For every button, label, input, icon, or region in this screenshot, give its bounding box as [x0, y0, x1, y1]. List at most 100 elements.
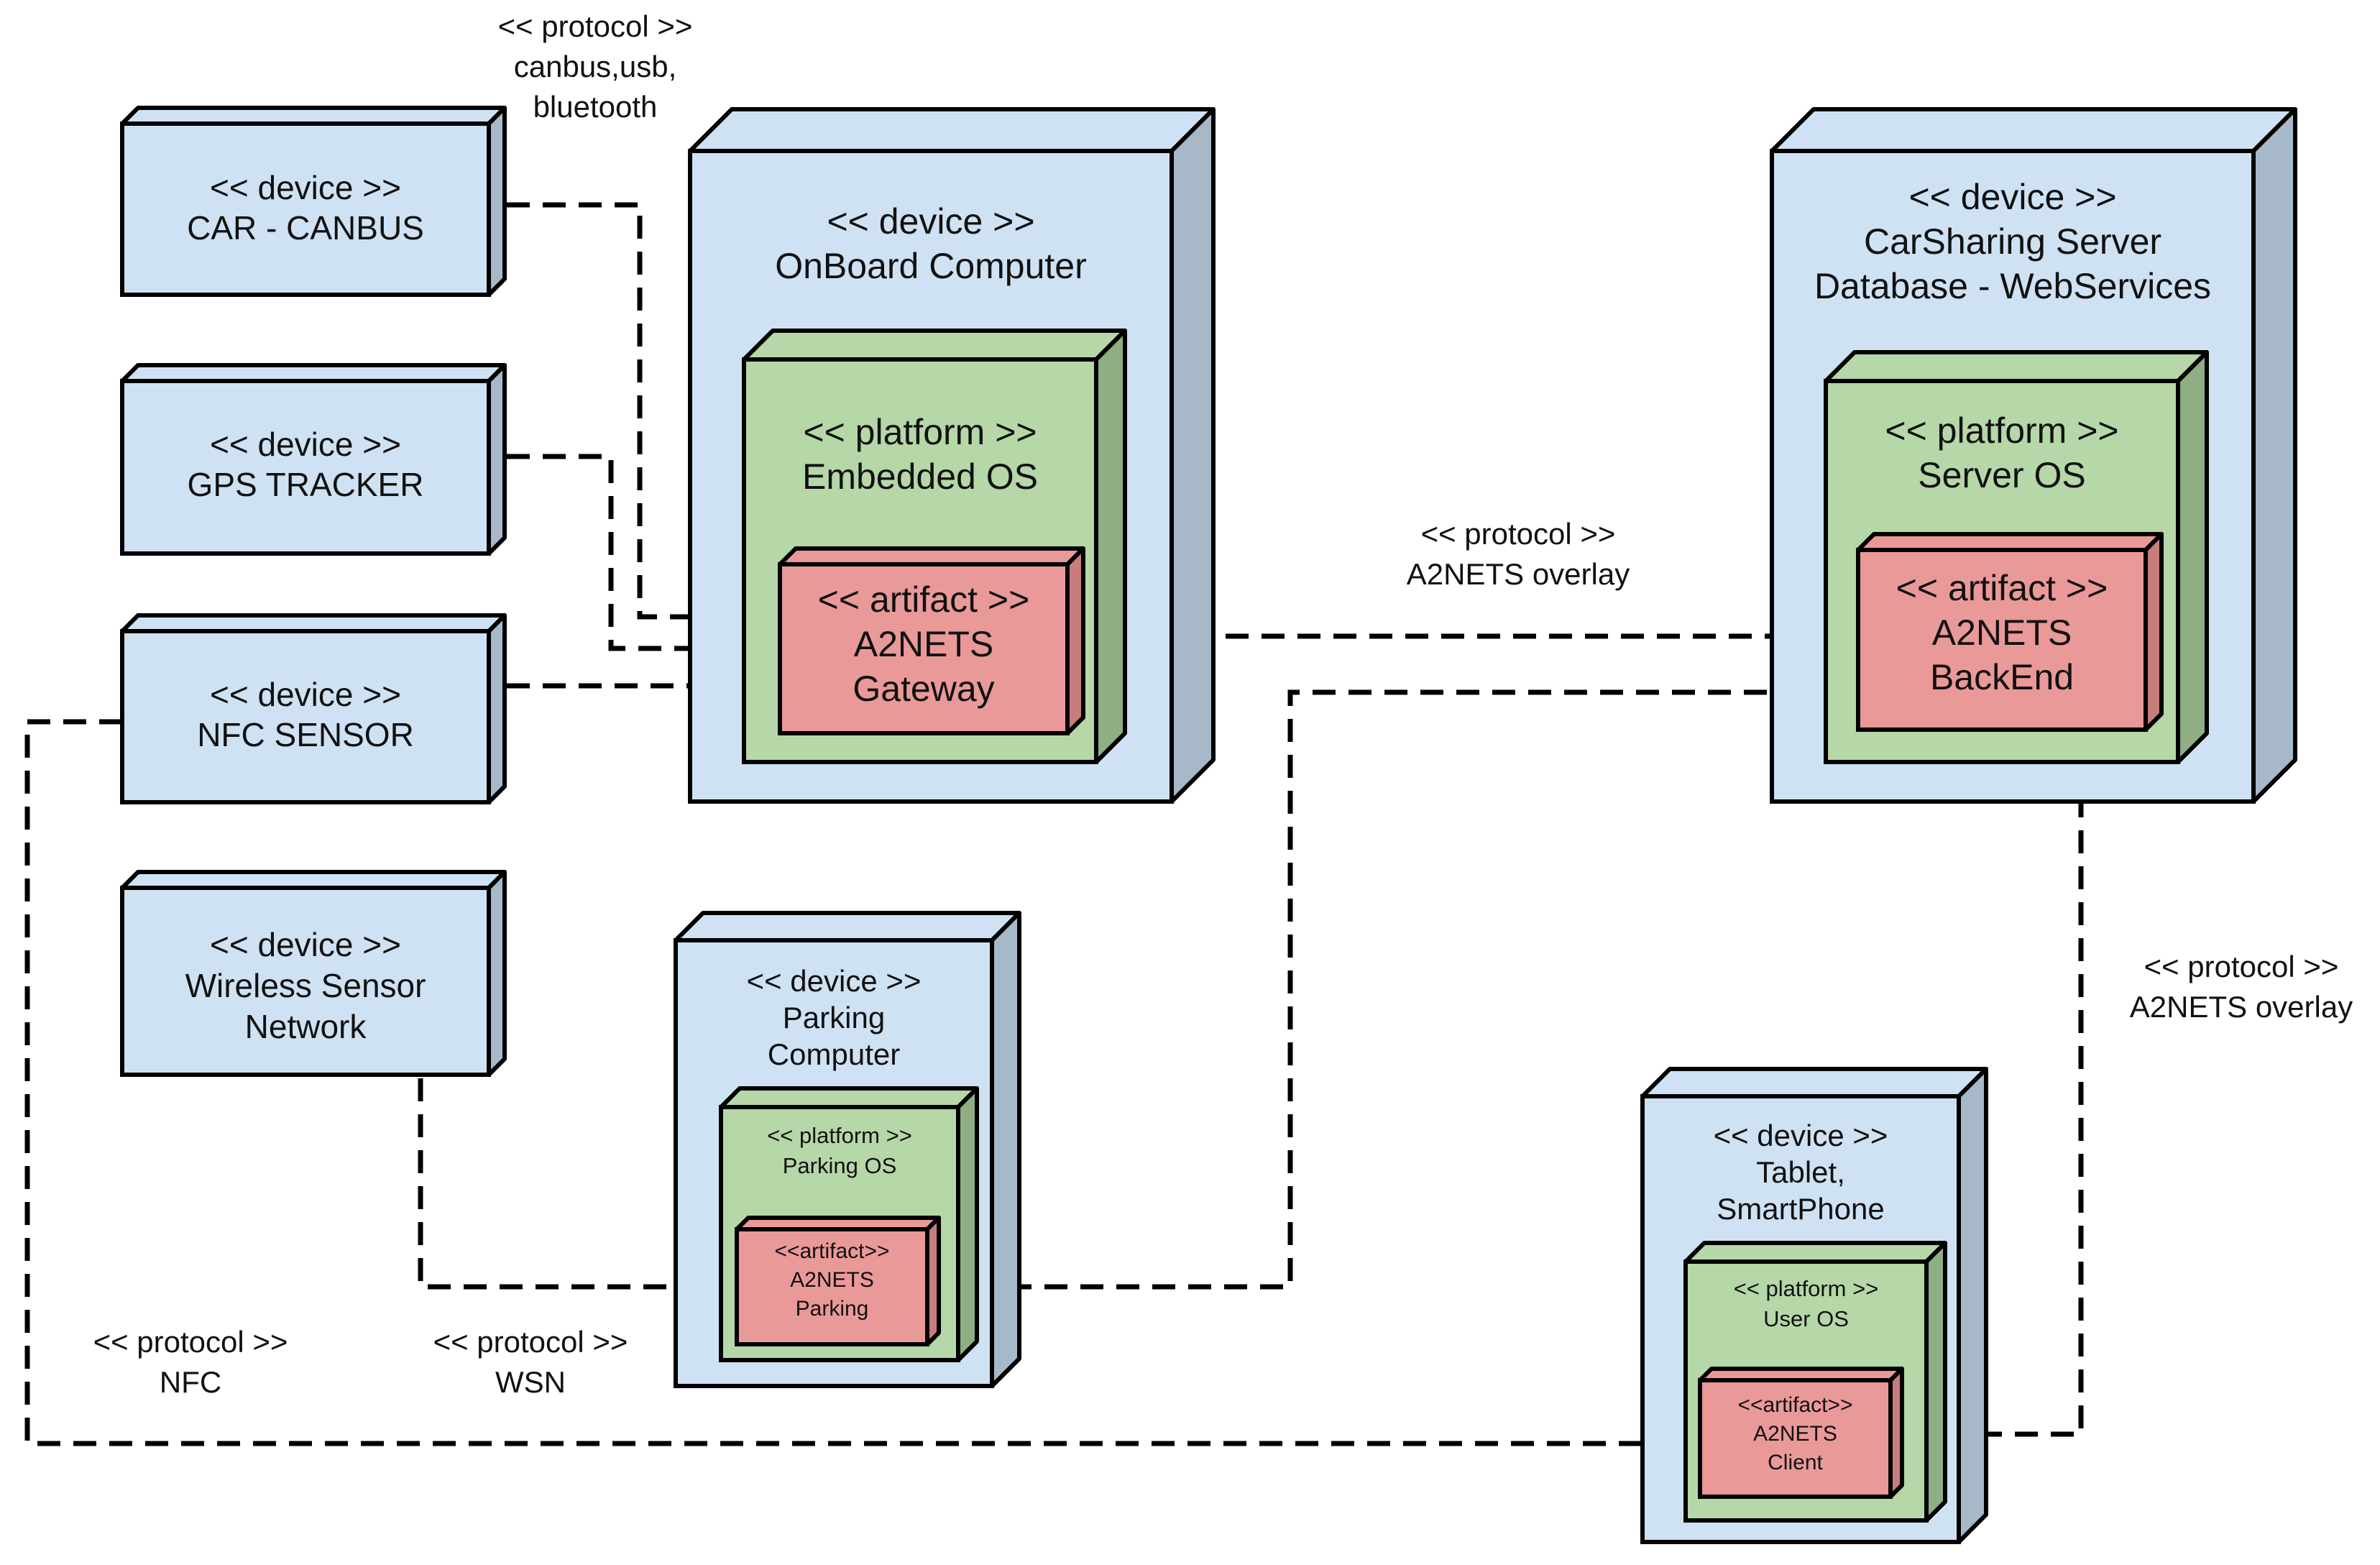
artifact-a2nets-client: <<artifact>> A2NETS Client — [1698, 1367, 1904, 1499]
protocol-label-canbus-usb-bluetooth-line-3: bluetooth — [533, 90, 658, 124]
protocol-label-canbus-usb-bluetooth-line-1: << protocol >> — [498, 9, 693, 43]
device-onboard-computer-side-face — [1170, 107, 1216, 804]
device-nfc-sensor-text-line-1: << device >> — [210, 676, 401, 713]
nodes: << device >>CAR - CANBUS<< device >>GPS … — [120, 106, 2297, 1544]
device-onboard-computer-text-line-1: << device >> — [827, 201, 1034, 242]
artifact-a2nets-backend-text-line-2: A2NETS — [1932, 612, 2072, 653]
device-car-canbus-text-line-2: CAR - CANBUS — [187, 209, 424, 247]
artifact-a2nets-backend-side-face — [2144, 532, 2164, 732]
device-carsharing-server-side-face — [2251, 107, 2297, 804]
platform-embedded-os-text-line-2: Embedded OS — [802, 456, 1038, 497]
artifact-a2nets-parking-text-line-2: A2NETS — [790, 1268, 874, 1292]
platform-embedded-os-side-face — [1094, 329, 1127, 764]
protocol-label-a2nets-overlay-top-line-1: << protocol >> — [1421, 517, 1616, 551]
platform-server-os-top-face — [1824, 350, 2209, 383]
platform-parking-os-side-face — [956, 1086, 979, 1362]
device-onboard-computer-text-line-2: OnBoard Computer — [775, 246, 1087, 286]
connector-wsn-to-parking — [418, 1078, 733, 1290]
artifact-a2nets-gateway-text-line-1: << artifact >> — [818, 579, 1030, 620]
platform-parking-os-top-face — [719, 1086, 979, 1109]
device-nfc-sensor-text-line-2: NFC SENSOR — [197, 716, 414, 753]
protocol-label-wsn: << protocol >> WSN — [433, 1325, 628, 1399]
protocol-label-nfc: << protocol >> NFC — [93, 1325, 288, 1399]
artifact-a2nets-parking: <<artifact>> A2NETS Parking — [735, 1216, 941, 1346]
protocol-label-a2nets-overlay-right-line-1: << protocol >> — [2144, 950, 2339, 983]
device-carsharing-server-top-face — [1770, 107, 2297, 153]
device-car-canbus-front-face — [120, 121, 491, 297]
device-car-canbus-top-face — [120, 106, 507, 126]
device-tablet-smartphone-text-line-2: Tablet, — [1756, 1155, 1845, 1189]
device-tablet-smartphone-side-face — [1957, 1067, 1988, 1544]
artifact-a2nets-client-front-face — [1698, 1378, 1893, 1499]
platform-user-os-text-line-2: User OS — [1763, 1306, 1849, 1331]
platform-parking-os-text-line-2: Parking OS — [783, 1153, 897, 1178]
artifact-a2nets-client-text-line-3: Client — [1768, 1451, 1823, 1474]
artifact-a2nets-gateway: << artifact >>A2NETS Gateway — [778, 546, 1085, 735]
artifact-a2nets-parking-text-line-3: Parking — [796, 1297, 869, 1321]
protocol-label-wsn-line-2: WSN — [495, 1365, 566, 1399]
device-gps-tracker-text-line-1: << device >> — [210, 426, 401, 463]
platform-server-os-side-face — [2176, 350, 2209, 764]
device-carsharing-server-text-line-2: CarSharing Server — [1864, 221, 2161, 262]
artifact-a2nets-parking-front-face — [735, 1227, 929, 1346]
protocol-label-a2nets-overlay-top-line-2: A2NETS overlay — [1407, 557, 1630, 591]
protocol-label-canbus-usb-bluetooth-line-2: canbus,usb, — [514, 50, 677, 83]
device-gps-tracker-front-face — [120, 379, 491, 556]
platform-user-os-top-face — [1683, 1241, 1947, 1264]
device-parking-computer-text-line-2: Parking — [783, 1001, 885, 1034]
protocol-label-canbus-usb-bluetooth: << protocol >> canbus,usb, bluetooth — [498, 9, 693, 124]
device-car-canbus-text-line-1: << device >> — [210, 169, 401, 206]
device-parking-computer-side-face — [990, 911, 1021, 1388]
protocol-label-wsn-line-1: << protocol >> — [433, 1325, 628, 1359]
device-wireless-sensor-network-text-line-1: << device >> — [210, 926, 401, 963]
artifact-a2nets-backend-text-line-1: << artifact >> — [1896, 568, 2108, 608]
platform-server-os-text-line-2: Server OS — [1918, 455, 2085, 495]
connector-parking-to-backend — [937, 689, 1855, 1290]
protocol-label-a2nets-overlay-right-line-2: A2NETS overlay — [2130, 990, 2353, 1024]
platform-parking-os-text-line-1: << platform >> — [767, 1123, 912, 1148]
device-parking-computer-text-line-1: << device >> — [747, 964, 922, 998]
device-carsharing-server-text-line-3: Database - WebServices — [1814, 266, 2211, 306]
device-car-canbus-side-face — [487, 106, 507, 297]
artifact-a2nets-parking-text-line-1: <<artifact>> — [774, 1239, 889, 1263]
device-nfc-sensor-side-face — [487, 613, 507, 804]
artifact-a2nets-client-text-line-2: A2NETS — [1753, 1422, 1837, 1446]
protocol-label-a2nets-overlay-top: << protocol >> A2NETS overlay — [1407, 517, 1630, 591]
device-wireless-sensor-network-front-face — [120, 886, 491, 1077]
device-carsharing-server-text-line-1: << device >> — [1908, 177, 2116, 217]
device-tablet-smartphone-text-line-3: SmartPhone — [1717, 1192, 1884, 1226]
artifact-a2nets-gateway-text-line-3: Gateway — [853, 669, 994, 709]
device-parking-computer-text-line-3: Computer — [768, 1037, 900, 1071]
device-nfc-sensor-top-face — [120, 613, 507, 633]
protocol-label-nfc-line-1: << protocol >> — [93, 1325, 288, 1359]
device-onboard-computer-top-face — [688, 107, 1216, 153]
platform-server-os-text-line-1: << platform >> — [1885, 410, 2118, 451]
platform-user-os-side-face — [1924, 1241, 1947, 1523]
device-wireless-sensor-network-top-face — [120, 870, 507, 890]
artifact-a2nets-gateway-front-face — [778, 562, 1070, 735]
platform-embedded-os-text-line-1: << platform >> — [803, 412, 1037, 452]
device-gps-tracker-side-face — [487, 363, 507, 556]
device-nfc-sensor-front-face — [120, 629, 491, 804]
artifact-a2nets-gateway-top-face — [778, 546, 1085, 566]
device-wireless-sensor-network-text-line-2: Wireless Sensor — [185, 967, 426, 1004]
protocol-label-nfc-line-2: NFC — [160, 1365, 221, 1399]
artifact-a2nets-gateway-text-line-2: A2NETS — [854, 624, 994, 664]
device-nfc-sensor: << device >>NFC SENSOR — [120, 613, 507, 804]
platform-user-os-text-line-1: << platform >> — [1734, 1276, 1879, 1301]
artifact-a2nets-gateway-side-face — [1065, 546, 1085, 735]
connector-nfc-to-client — [24, 719, 1700, 1446]
protocol-labels: << protocol >>canbus,usb,bluetooth<< pro… — [93, 9, 2353, 1399]
protocol-label-a2nets-overlay-right: << protocol >> A2NETS overlay — [2130, 950, 2353, 1024]
device-wireless-sensor-network-text-line-3: Network — [245, 1008, 367, 1045]
artifact-a2nets-backend-top-face — [1856, 532, 2164, 552]
artifact-a2nets-backend-front-face — [1856, 548, 2148, 732]
platform-embedded-os-top-face — [742, 329, 1127, 362]
artifact-a2nets-backend-text-line-3: BackEnd — [1930, 657, 2074, 697]
artifact-a2nets-client-text-line-1: <<artifact>> — [1737, 1393, 1852, 1417]
device-parking-computer-top-face — [674, 911, 1021, 942]
device-tablet-smartphone-text-line-1: << device >> — [1714, 1119, 1888, 1152]
